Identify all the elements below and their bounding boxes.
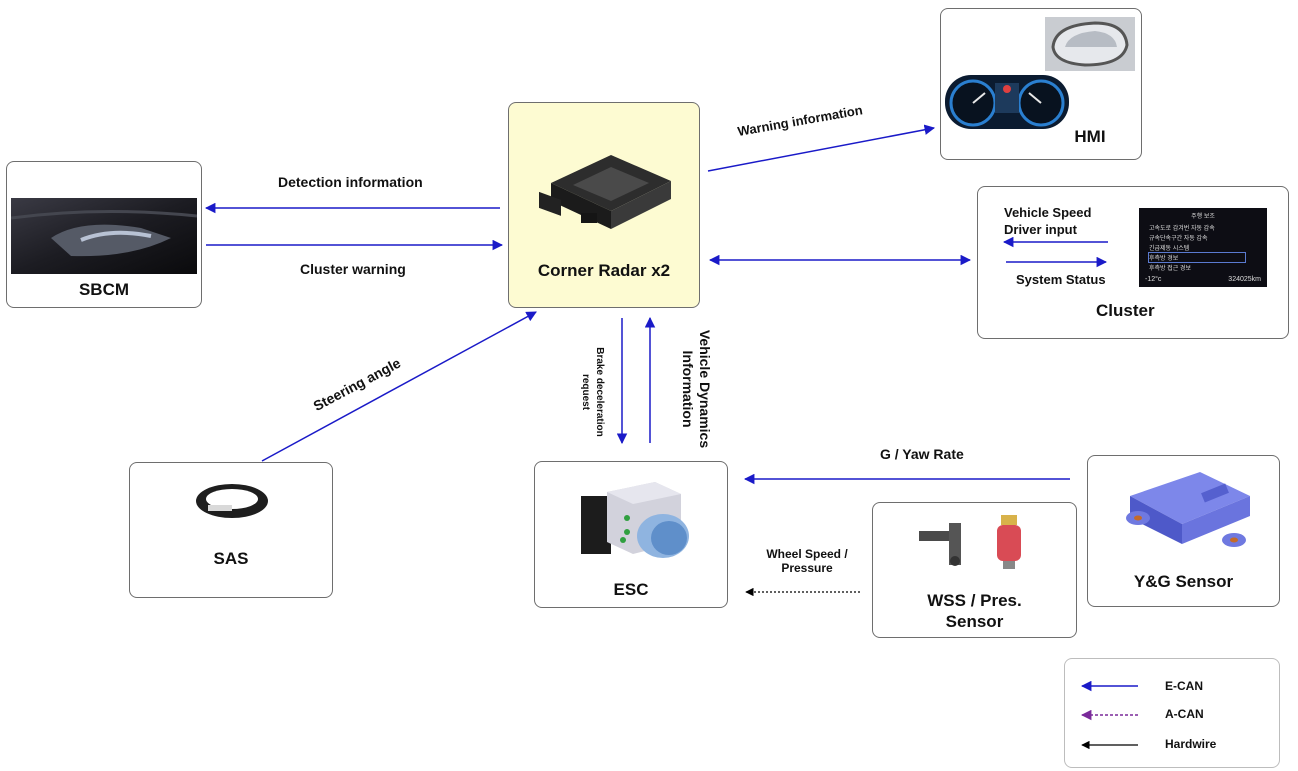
cluster-screen-odometer: 324025km: [1228, 276, 1261, 283]
cluster-screen-row: 고속도로 감겨번 자동 감속: [1149, 226, 1215, 232]
vehicle-dynamics-line2: Information: [680, 350, 696, 428]
wss-title-line2: Sensor: [945, 612, 1004, 631]
cluster-screen: 주행 보조 고속도로 감겨번 자동 감속 규속단속구간 자동 감속 긴급제동 시…: [1139, 208, 1267, 287]
cluster-title: Cluster: [1096, 301, 1155, 320]
steering-sensor-icon: [196, 484, 268, 518]
mirror-image: [1045, 17, 1135, 71]
corner-radar-title: Corner Radar x2: [537, 261, 671, 280]
wss-sensor-box: WSS / Pres. Sensor: [872, 502, 1077, 638]
warning-info-arrow: [707, 124, 936, 172]
cluster-warning-label: Cluster warning: [300, 261, 406, 277]
driver-input-label: Driver input: [1004, 222, 1077, 237]
brake-request-line2: request: [580, 373, 591, 411]
hmi-box: HMI: [940, 8, 1142, 160]
cluster-screen-row: 규속단속구간 자동 감속: [1149, 236, 1208, 242]
cluster-screen-header: 주행 보조: [1191, 214, 1215, 220]
corner-radar-box: Corner Radar x2: [508, 102, 700, 308]
cluster-screen-temp: -12°c: [1145, 276, 1162, 283]
steering-angle-arrow: [261, 311, 537, 462]
vehicle-dynamics-line1: Vehicle Dynamics: [697, 329, 713, 449]
cluster-screen-row: 긴급제동 시스템: [1149, 246, 1190, 252]
wheel-speed-line1: Wheel Speed /: [766, 547, 848, 561]
hmi-title: HMI: [1074, 127, 1106, 146]
esc-title: ESC: [613, 580, 649, 599]
instrument-cluster-image: [945, 75, 1069, 129]
sas-title: SAS: [213, 549, 249, 568]
legend-acan-label: A-CAN: [1165, 707, 1204, 721]
detection-info-label: Detection information: [278, 174, 423, 190]
vehicle-dynamics-label: Vehicle Dynamics Information: [679, 321, 713, 457]
pressure-sensor-icon: [997, 515, 1021, 569]
cluster-screen-row: 후측방 경보: [1148, 252, 1246, 263]
yaw-g-sensor-icon: [1126, 472, 1250, 547]
system-status-label: System Status: [1016, 272, 1106, 287]
door-handle-image: [11, 198, 197, 274]
wheel-speed-line2: Pressure: [781, 561, 833, 575]
sas-box: SAS: [129, 462, 333, 598]
vehicle-speed-label: Vehicle Speed: [1004, 205, 1092, 220]
sbcm-title: SBCM: [78, 280, 130, 299]
legend-ecan-label: E-CAN: [1165, 679, 1203, 693]
radar-module-icon: [539, 155, 671, 229]
legend-box: E-CAN A-CAN Hardwire: [1064, 658, 1280, 768]
esc-box: ESC: [534, 461, 728, 608]
sbcm-box: SBCM: [6, 161, 202, 308]
esc-module-icon: [581, 482, 689, 558]
brake-request-line1: Brake deceleration: [594, 347, 605, 437]
g-yaw-rate-label: G / Yaw Rate: [880, 446, 964, 462]
cluster-screen-row: 후측방 접근 경보: [1149, 266, 1191, 272]
yg-sensor-box: Y&G Sensor: [1087, 455, 1280, 607]
brake-request-label: Brake deceleration request: [578, 342, 606, 442]
wheel-speed-label: Wheel Speed / Pressure: [752, 547, 862, 575]
wss-title-line1: WSS / Pres.: [927, 591, 1022, 610]
yg-sensor-title: Y&G Sensor: [1133, 572, 1234, 591]
wheel-speed-sensor-icon: [919, 523, 961, 566]
legend-hardwire-label: Hardwire: [1165, 737, 1217, 751]
